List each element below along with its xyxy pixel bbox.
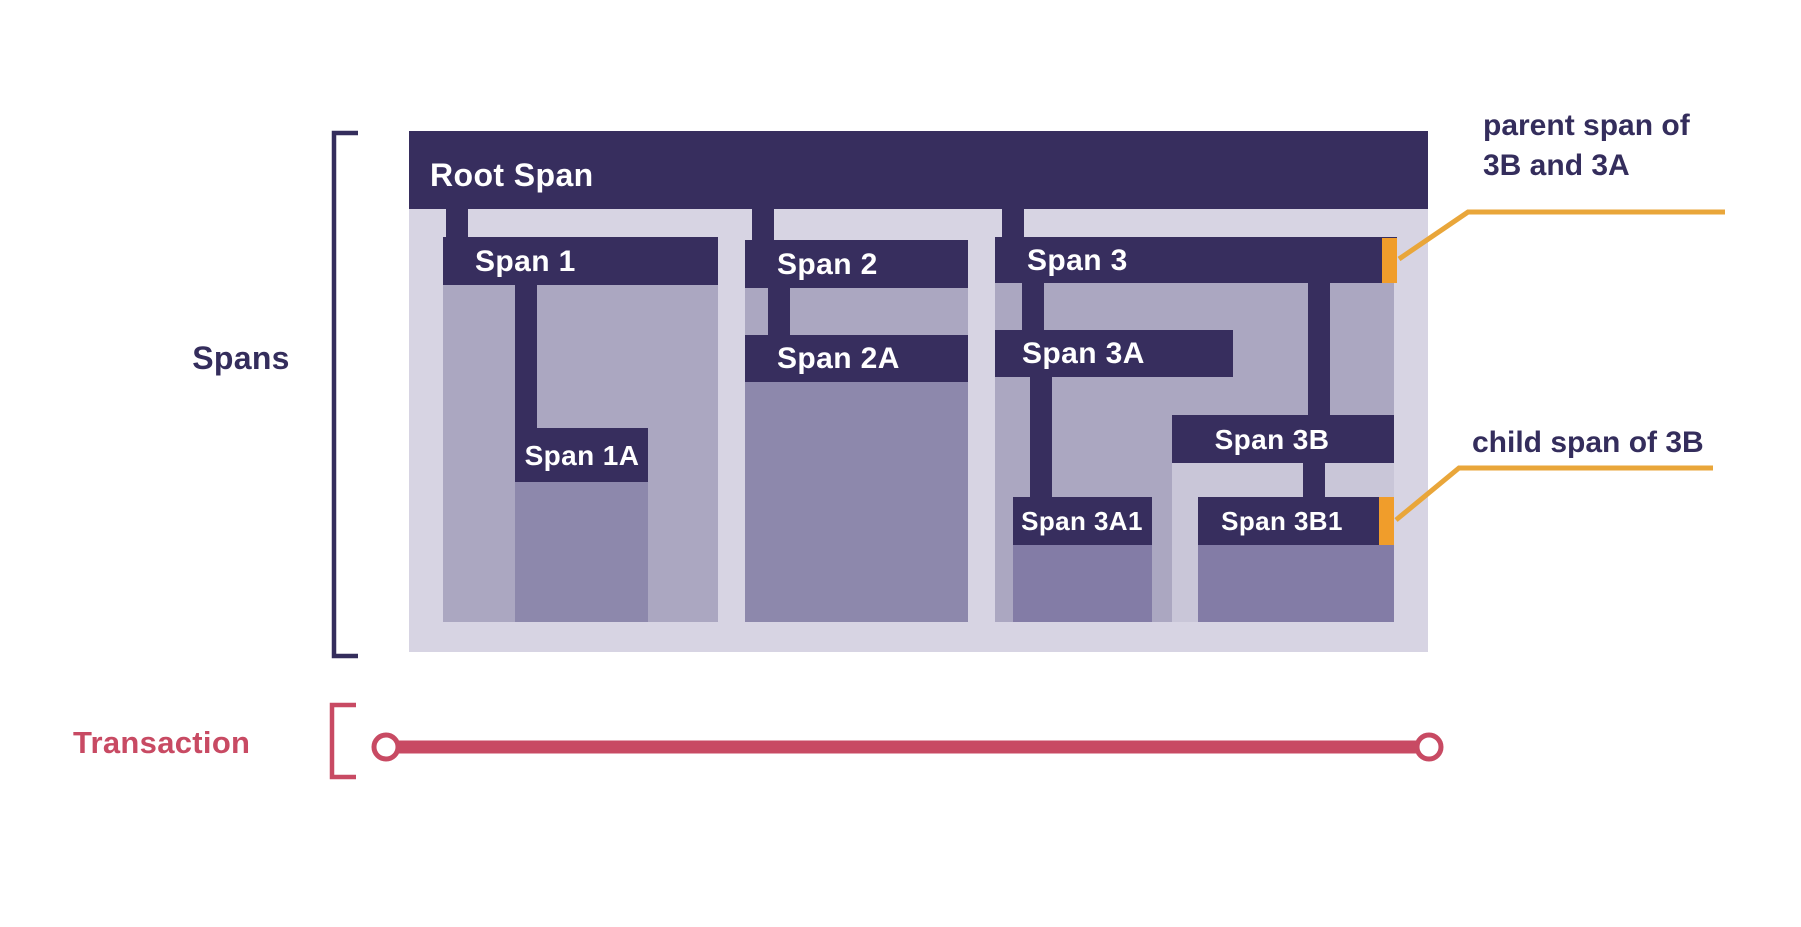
marker-span3b1-child [1379, 497, 1394, 545]
connector-span3a-to-span3a1 [1030, 375, 1052, 500]
bar-span-2 [745, 240, 968, 288]
bar-span-3b-label: Span 3B [1215, 424, 1330, 455]
callout-line-parent [1397, 209, 1725, 262]
panel-span3a1-duration [1013, 545, 1152, 622]
bar-span-3b1-label: Span 3B1 [1221, 506, 1343, 536]
connector-span3b-to-span3b1 [1303, 461, 1325, 500]
annotation-parent-span: parent span of 3B and 3A [1483, 106, 1690, 186]
panel-span2a-duration [745, 382, 968, 622]
bar-span-1 [443, 237, 718, 285]
bar-span-1a-label: Span 1A [525, 440, 640, 471]
bar-span-2a [745, 335, 968, 382]
connector-span1-to-span1a [515, 283, 537, 431]
annotation-child-span: child span of 3B [1472, 426, 1704, 460]
connector-root-to-span2 [752, 209, 774, 243]
connector-span3-to-span3a [1022, 281, 1044, 333]
bar-span-2-label: Span 2 [777, 248, 878, 281]
connector-span3-to-span3b [1308, 281, 1330, 418]
connector-span2-to-span2a [768, 286, 790, 338]
bar-span-3b1 [1198, 497, 1394, 545]
bar-span-3a [995, 330, 1233, 377]
bar-span-1-label: Span 1 [475, 245, 576, 278]
transaction-bracket [329, 702, 356, 780]
spans-label: Spans [192, 340, 290, 376]
bar-span-3a1-label: Span 3A1 [1021, 506, 1143, 536]
bar-root-span-label: Root Span [430, 157, 594, 193]
bar-span-3b [1172, 415, 1394, 463]
bar-root-span [409, 131, 1428, 209]
annotation-child-line1: child span of 3B [1472, 426, 1704, 459]
annotation-parent-line1: parent span of [1483, 109, 1690, 142]
annotation-parent-line2: 3B and 3A [1483, 149, 1630, 182]
connector-root-to-span1 [446, 209, 468, 240]
panel-span1a-duration [515, 482, 648, 622]
bar-span-3a-label: Span 3A [1022, 337, 1145, 370]
bar-span-3a1 [1013, 497, 1152, 545]
transaction-label: Transaction [73, 725, 251, 760]
timeline-end-dot [1414, 732, 1444, 762]
callout-line-child [1394, 465, 1713, 522]
spans-bracket [331, 130, 358, 659]
panel-span3b1-duration [1198, 545, 1394, 622]
bar-span-3-label: Span 3 [1027, 244, 1128, 277]
bar-span-2a-label: Span 2A [777, 342, 900, 375]
timeline-start-dot [371, 732, 401, 762]
marker-span3-parent [1382, 238, 1397, 283]
connector-root-to-span3 [1002, 209, 1024, 240]
bar-span-3 [995, 237, 1397, 283]
bar-span-1a [515, 428, 648, 482]
